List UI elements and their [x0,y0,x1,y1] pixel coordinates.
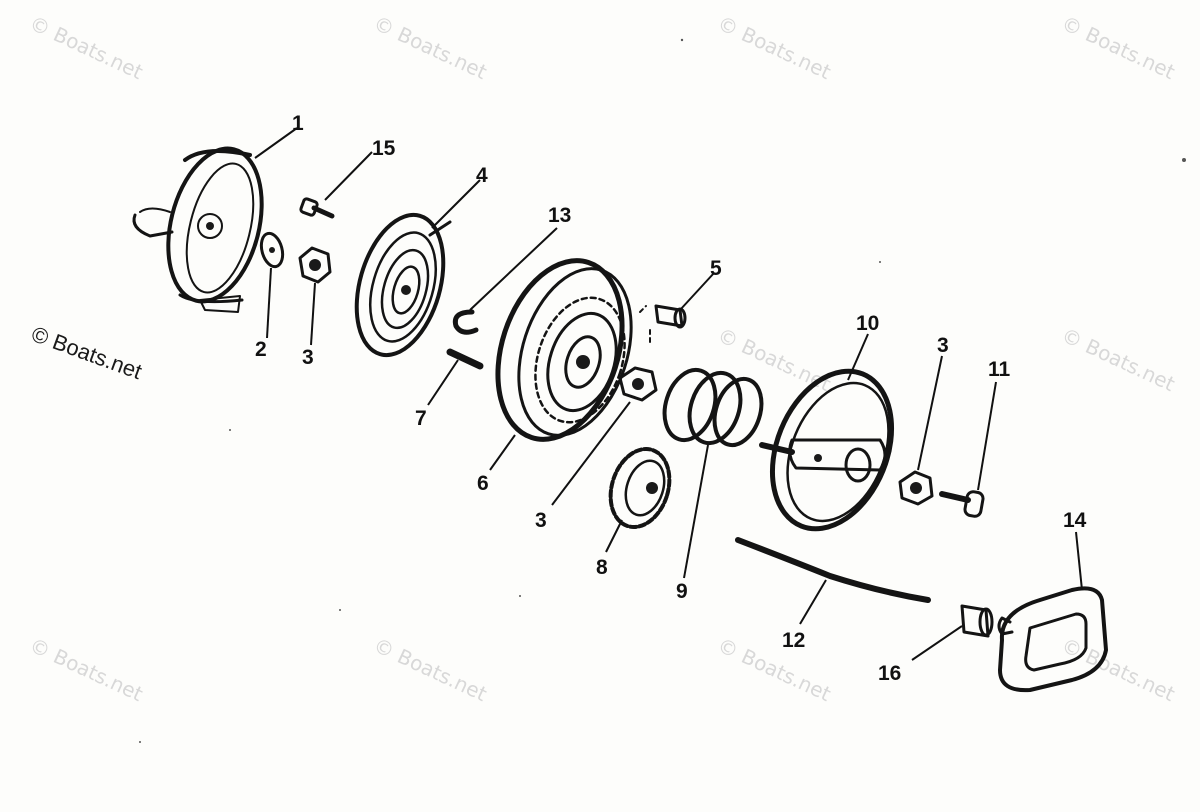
watermark: © Boats.net [26,633,147,706]
part-10-hub [759,368,895,532]
watermark: © Boats.net [370,633,491,706]
part-15-screw [299,197,335,219]
callout-4: 4 [476,164,488,187]
part-8-gear [608,446,672,530]
leader-4 [431,179,481,229]
scan-specks [139,38,1186,743]
leader-3c [917,355,943,471]
part-16-anchor [960,604,994,638]
leader-9 [683,444,709,579]
watermark: © Boats.net [714,633,835,706]
part-13-clip [452,309,479,335]
watermark: © Boats.net [1058,633,1179,706]
callout-3: 3 [535,509,547,532]
callout-3: 3 [937,334,949,357]
callout-10: 10 [856,312,879,335]
callout-15: 15 [372,137,396,160]
watermark: © Boats.net [1058,11,1179,84]
callout-5: 5 [710,257,722,280]
watermark: © Boats.net [370,11,491,84]
leader-10 [847,333,869,381]
leader-2 [266,267,272,339]
callout-3: 3 [302,346,314,369]
callout-labels: 1 15 4 13 5 2 3 7 6 3 8 9 10 3 11 12 14 … [255,112,1087,685]
part-6-pulley [495,258,633,442]
callout-12: 12 [782,629,805,652]
leader-6 [489,434,516,471]
watermark: © Boats.net [714,11,835,84]
leader-16 [911,625,963,661]
part-3-nut [618,366,658,402]
part-14-handle [997,586,1108,693]
part-11-screw [939,490,985,518]
part-9-spring [662,367,764,448]
watermark: © Boats.net [1058,323,1179,396]
watermark-prominent: © Boats.net [28,321,145,384]
callout-9: 9 [676,580,688,603]
callout-14: 14 [1063,509,1087,532]
part-3-nut [898,470,934,506]
leader-13 [469,227,558,311]
leader-12 [799,579,827,625]
leader-7 [427,359,459,406]
watermark: © Boats.net [26,11,147,84]
part-4-spring [354,212,452,358]
leader-lines [254,127,1083,661]
leader-11 [977,381,997,491]
callout-6: 6 [477,472,489,495]
callout-1: 1 [292,112,304,135]
part-3-nut [298,246,332,284]
callout-2: 2 [255,338,267,361]
leader-1 [254,127,298,159]
part-12-rope [735,537,931,603]
callout-8: 8 [596,556,608,579]
part-2-washer [259,231,285,269]
leader-8 [605,519,623,553]
leader-3a [310,282,316,346]
leader-14 [1075,531,1083,591]
leader-5 [679,272,715,311]
callout-7: 7 [415,407,427,430]
part-7-pin [446,348,484,370]
part-1-housing [132,146,264,313]
callout-11: 11 [988,358,1011,381]
leader-15 [324,151,373,201]
callout-13: 13 [548,204,571,227]
callout-16: 16 [878,662,901,685]
leader-3b [551,401,631,506]
part-5-bushing [639,304,687,343]
